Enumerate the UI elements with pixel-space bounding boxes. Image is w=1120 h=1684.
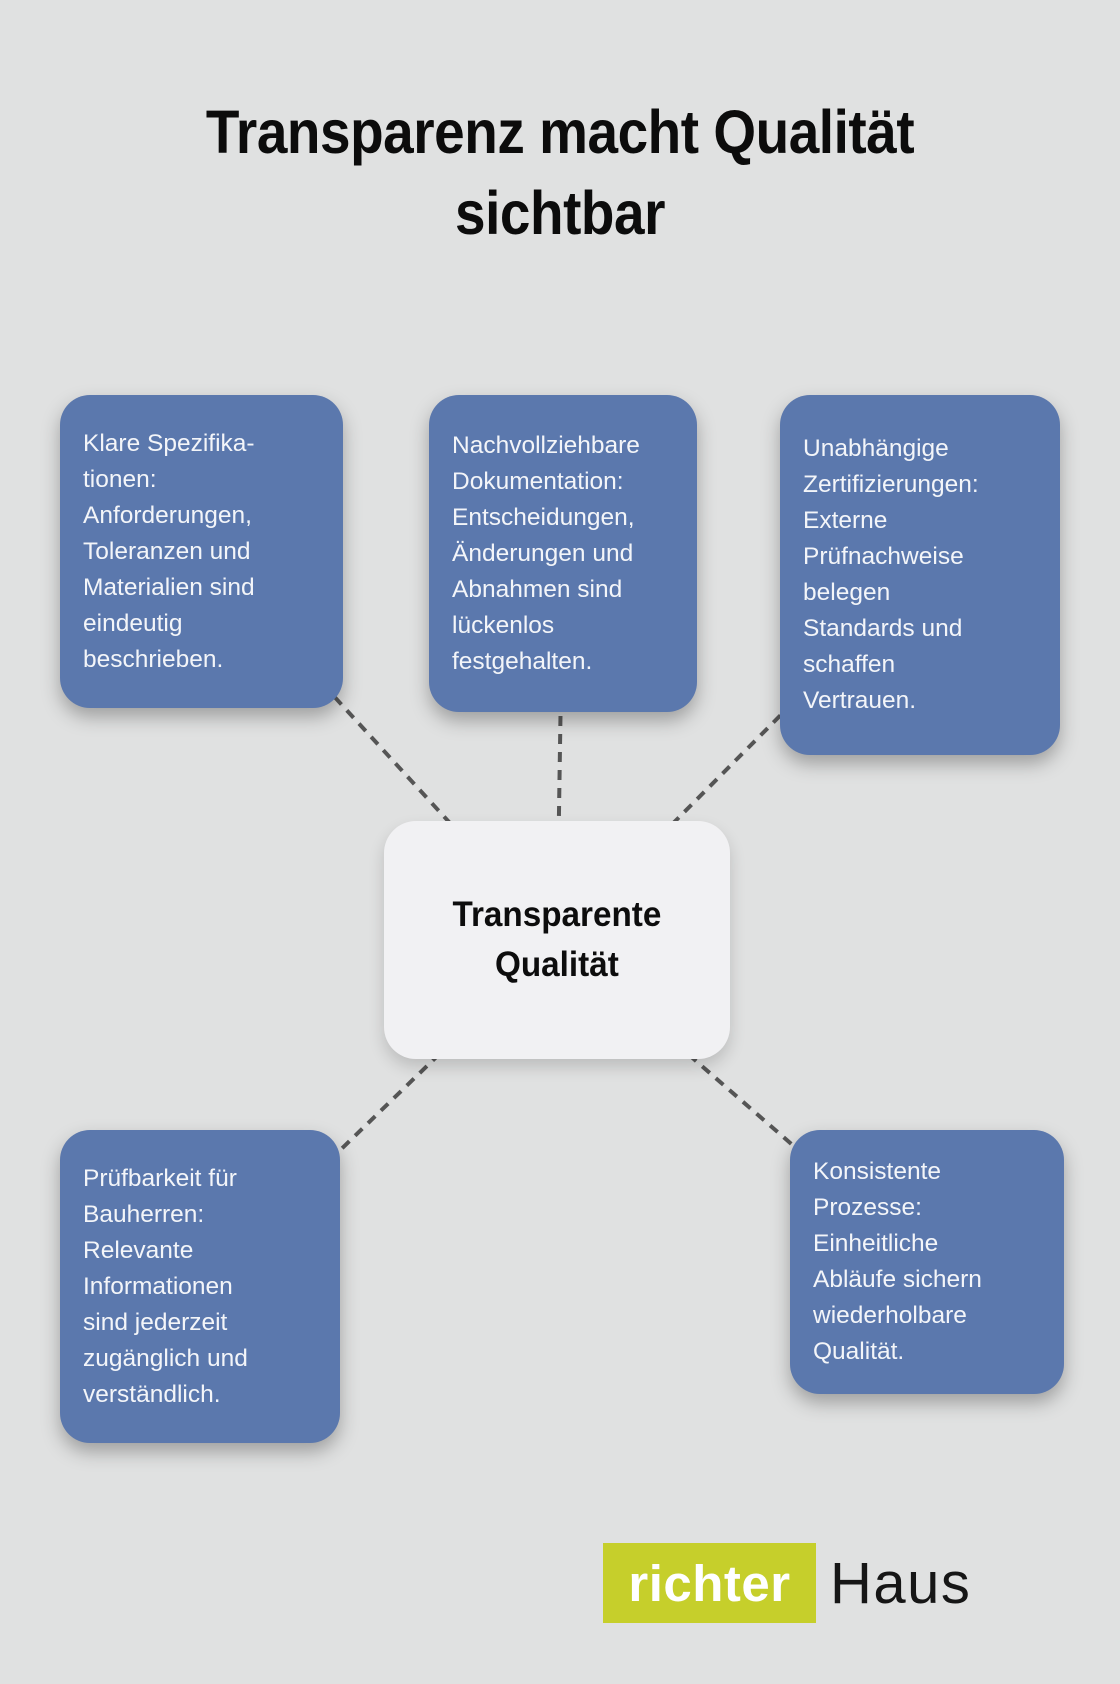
logo-secondary-text: Haus (830, 1550, 972, 1616)
node-unabhaengige-zertifizierungen: Unabhängige Zertifizierungen: Externe Pr… (780, 395, 1060, 755)
node-konsistente-prozesse: Konsistente Prozesse: Einheitliche Abläu… (790, 1130, 1064, 1394)
logo-badge: richter (603, 1543, 816, 1623)
connector-line-zertifizierungen (555, 573, 922, 942)
brand-logo: richter Haus (603, 1543, 971, 1623)
center-node-line2: Qualität (495, 945, 619, 984)
page-title-line2: sichtbar (455, 179, 665, 248)
node-klare-spezifikationen: Klare Spezifika- tionen: Anforderungen, … (60, 395, 343, 708)
logo-primary-text: richter (628, 1554, 791, 1612)
node-pruefbarkeit-fuer-bauherren: Prüfbarkeit für Bauherren: Relevante Inf… (60, 1130, 340, 1443)
center-node-line1: Transparente (452, 895, 662, 935)
page-title: Transparenz macht Qualität sichtbar (56, 92, 1064, 254)
node-nachvollziehbare-dokumentation: Nachvollziehbare Dokumentation: Entschei… (429, 395, 697, 712)
page-title-line1: Transparenz macht Qualität (205, 98, 915, 166)
